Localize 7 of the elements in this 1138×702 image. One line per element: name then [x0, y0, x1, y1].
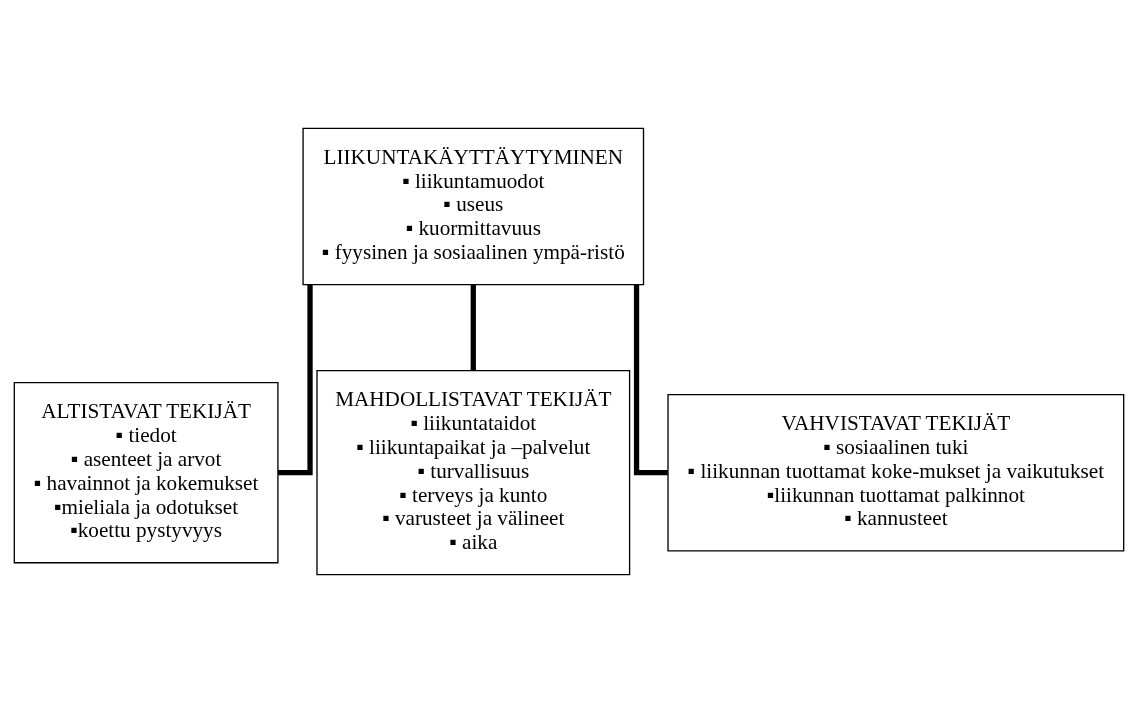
node-box: ALTISTAVAT TEKIJÄT ▪ tiedot ▪ asenteet ja arvot ▪ havainnot ja kokemukset ▪mieliala ja odotukset ▪koettu pystyvyys	[13, 381, 279, 563]
connector	[470, 284, 476, 371]
node-box: MAHDOLLISTAVAT TEKIJÄT ▪ liikuntataidot ▪ liikuntapaikat ja –palvelut ▪ turvallisuus ▪ terveys ja kunto ▪ varusteet ja välineet ▪ aika	[316, 369, 631, 575]
connector	[278, 284, 313, 475]
connector	[633, 284, 668, 475]
node-box: LIIKUNTAKÄYTTÄYTYMINEN ▪ liikuntamuodot ▪ useus ▪ kuormittavuus ▪ fyysinen ja sosiaalinen ympä-ristö	[302, 127, 645, 285]
node-box: VAHVISTAVAT TEKIJÄT ▪ sosiaalinen tuki ▪ liikunnan tuottamat koke-mukset ja vaikutukset ▪liikunnan tuottamat palkinnot ▪ kannusteet	[667, 393, 1125, 551]
